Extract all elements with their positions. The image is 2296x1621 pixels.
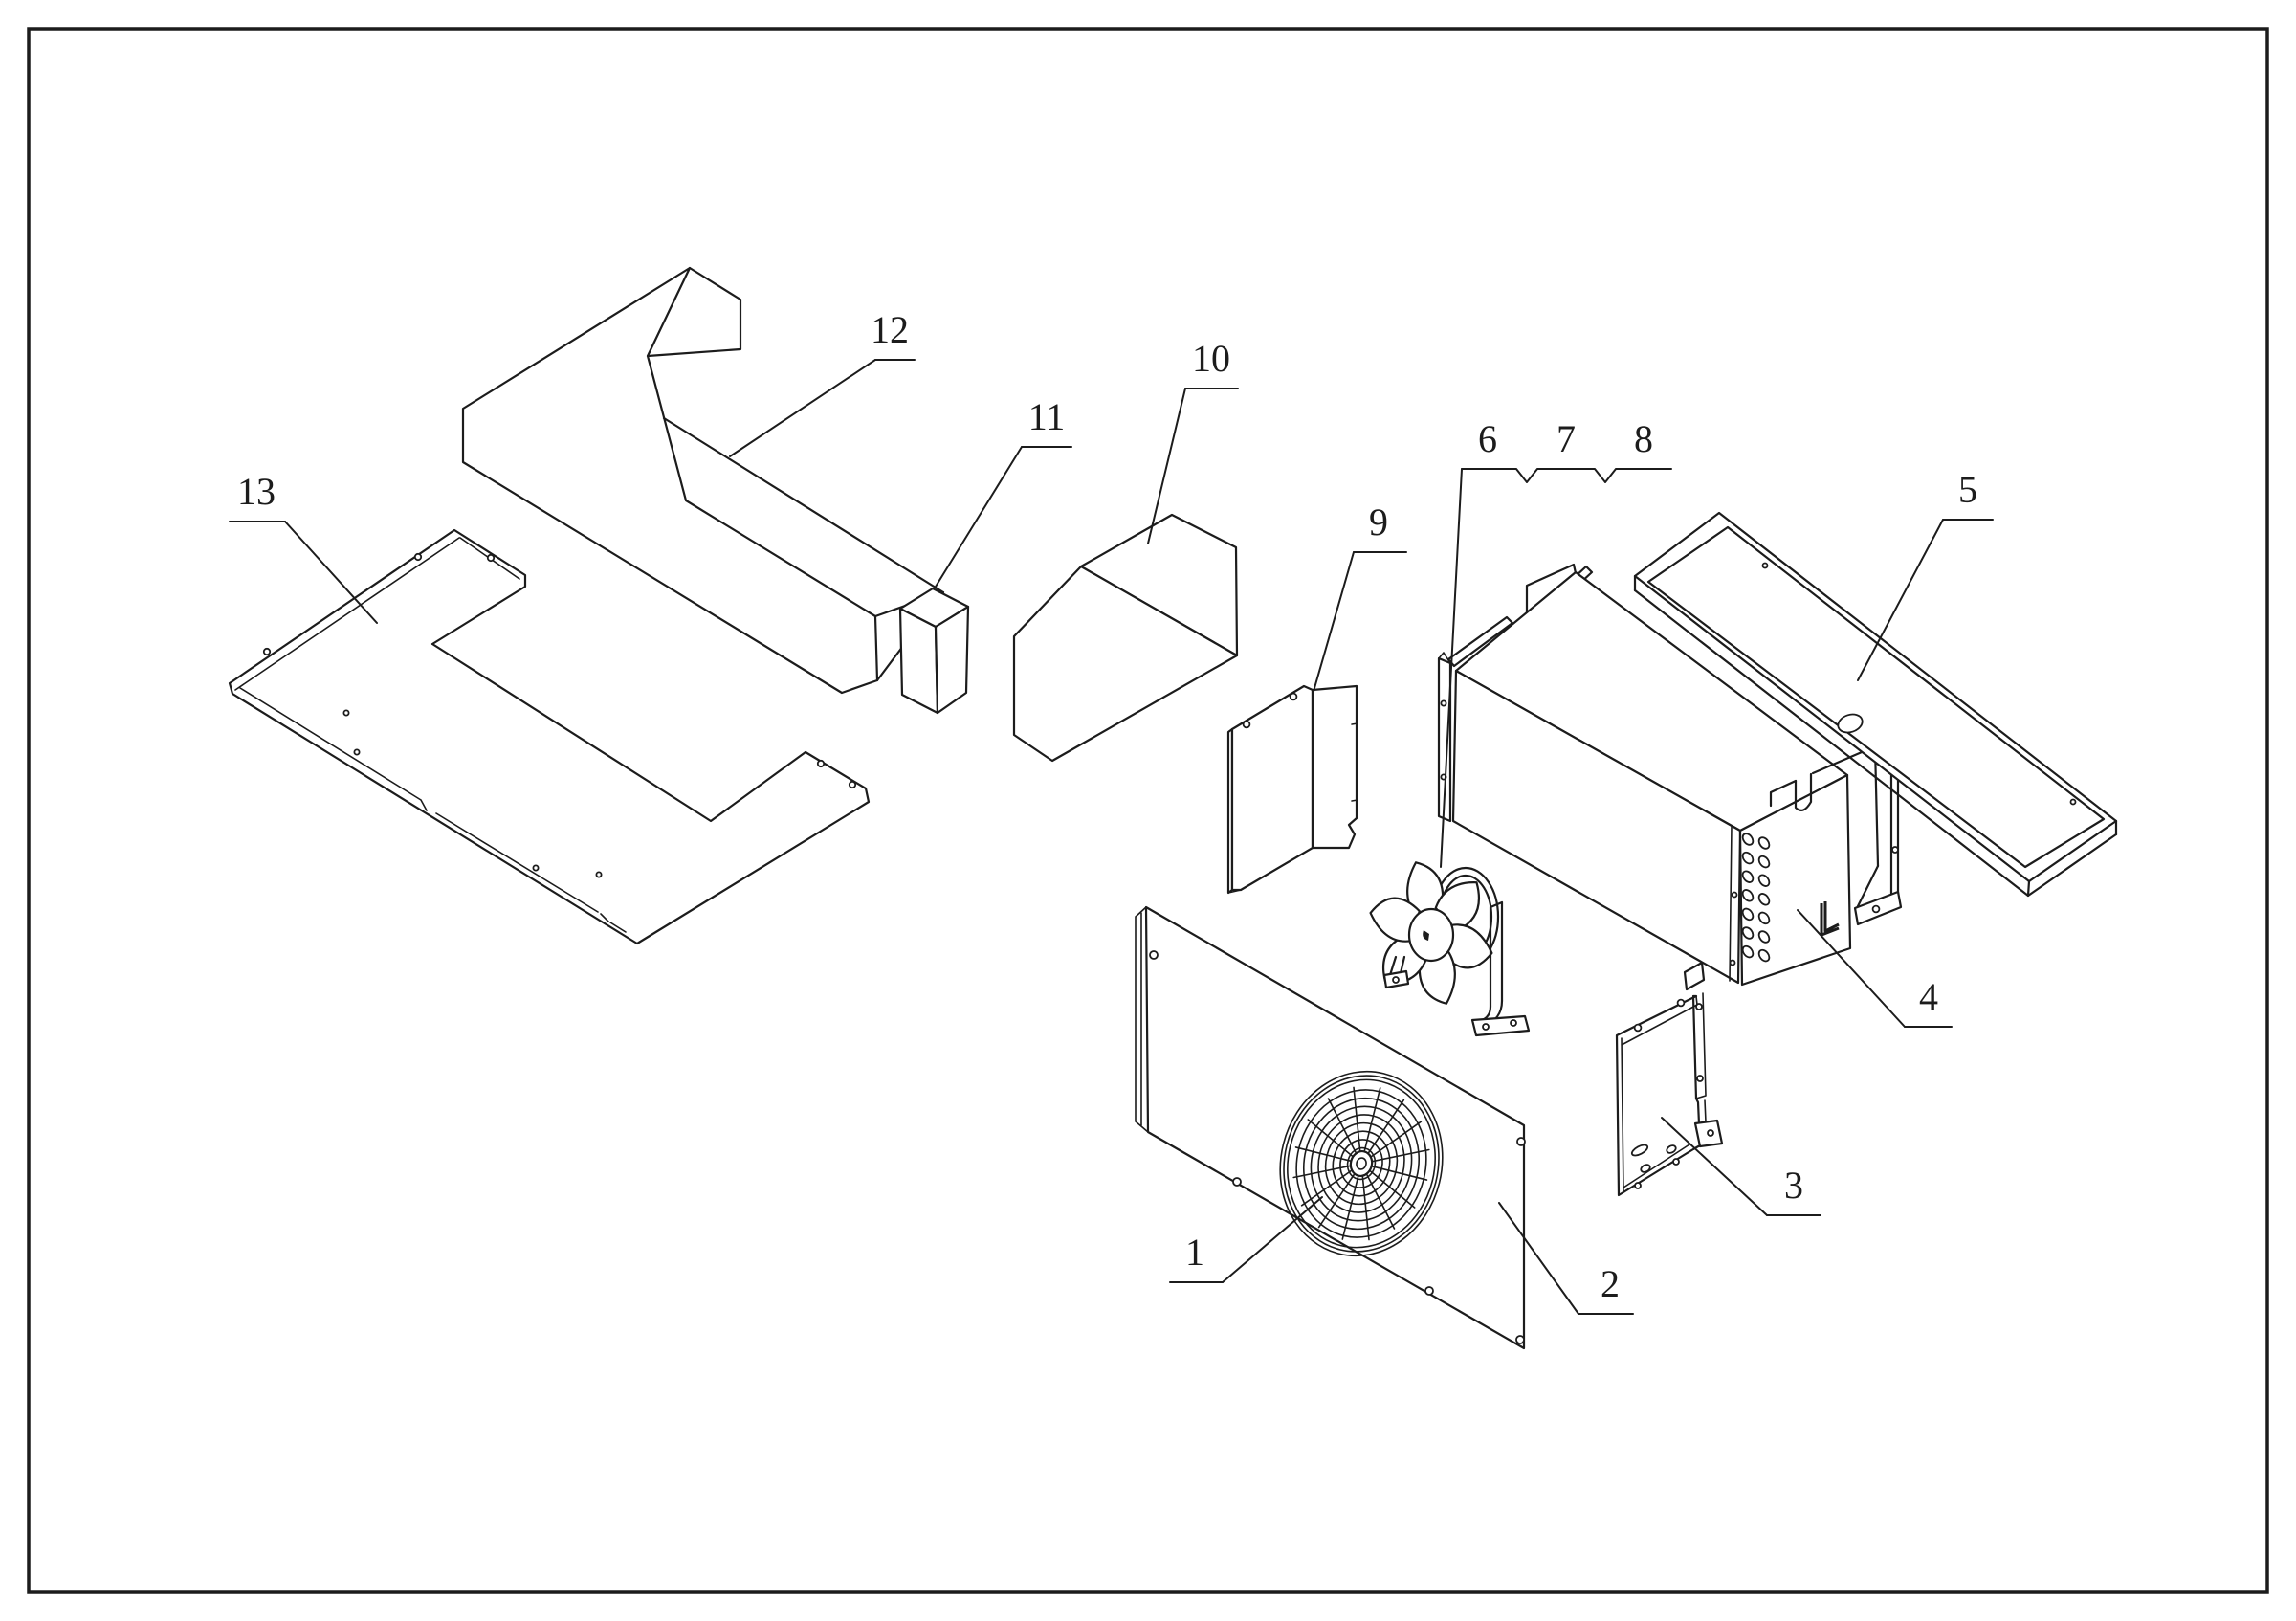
- part-label-8: 8: [1634, 417, 1653, 460]
- grille-spoke: [1370, 1148, 1430, 1163]
- oval-perforation: [1757, 893, 1771, 906]
- part-11-block: [898, 587, 970, 715]
- back-panel-edge: [1525, 563, 1578, 618]
- part-label-13: 13: [237, 470, 276, 513]
- part-label-3: 3: [1784, 1164, 1803, 1207]
- grille-spoke: [1369, 1165, 1428, 1181]
- part-2-front-panel: [1135, 905, 1526, 1350]
- part-label-10: 10: [1192, 337, 1230, 380]
- part-label-2: 2: [1601, 1262, 1620, 1305]
- grille-spoke: [1307, 1119, 1355, 1159]
- part-1-fan-grille: [1279, 1070, 1444, 1257]
- leader-line-1: [1222, 1196, 1323, 1283]
- leader-line-3: [1661, 1117, 1768, 1216]
- leader-line-2: [1498, 1202, 1579, 1315]
- grille-spoke: [1300, 1168, 1354, 1207]
- grille-spoke: [1294, 1146, 1354, 1163]
- coil-box-front-face: [1451, 669, 1742, 985]
- grille-spoke: [1327, 1098, 1358, 1156]
- part-label-7: 7: [1556, 417, 1576, 460]
- part-5-drain-tray: [1633, 511, 2118, 898]
- label-bracket-6-7-8: [1461, 468, 1672, 483]
- oval-perforation: [1757, 874, 1771, 887]
- perforation-holes: [1741, 833, 1771, 963]
- oval-perforation: [1741, 851, 1755, 865]
- grille-spoke: [1369, 1121, 1423, 1159]
- coil-end-plate-left: [1437, 652, 1452, 823]
- grille-hub-hole: [1356, 1157, 1367, 1170]
- oval-perforation: [1741, 889, 1755, 902]
- part-label-11: 11: [1028, 395, 1066, 438]
- fan-blade: [1369, 897, 1421, 943]
- grille-spoke: [1368, 1168, 1416, 1209]
- leader-line-5: [1857, 519, 1944, 681]
- leader-line-12: [729, 359, 876, 457]
- leader-line-9: [1312, 551, 1355, 696]
- grille-spoke: [1353, 1086, 1361, 1154]
- oval-perforation: [1757, 948, 1771, 963]
- part-13-base-panel: [228, 528, 871, 945]
- part-label-4: 4: [1919, 975, 1938, 1018]
- leader-line-4: [1797, 909, 1906, 1028]
- grille-rim-ring: [1283, 1075, 1440, 1253]
- hub-key-mark: [1423, 930, 1429, 941]
- part-3-bracket-panel: [1615, 961, 1724, 1197]
- oval-perforation: [1741, 833, 1755, 846]
- leader-line-6-7-8: [1440, 468, 1463, 868]
- grille-spoke: [1365, 1171, 1396, 1230]
- grille-hub: [1349, 1150, 1374, 1177]
- tray-drain-hole: [1837, 713, 1864, 734]
- grille-spoke: [1317, 1171, 1357, 1229]
- oval-perforation: [1741, 870, 1755, 883]
- assembly-6-7-8-coil-unit: [1437, 563, 1849, 985]
- leader-line-13: [284, 521, 378, 624]
- part-9-side-panel: [1226, 684, 1358, 895]
- part-label-6: 6: [1478, 417, 1497, 460]
- grille-spoke: [1363, 1087, 1381, 1154]
- oval-perforation: [1757, 836, 1771, 850]
- grille-spoke: [1292, 1165, 1353, 1179]
- grille-spoke: [1366, 1099, 1405, 1156]
- fan-impeller: [1369, 861, 1531, 1037]
- grille-rim-ring: [1287, 1078, 1436, 1249]
- part-4-perforated-end-plate: [1738, 744, 1903, 987]
- leader-line-10: [1147, 388, 1186, 544]
- sheet-border: [27, 27, 2269, 1594]
- grille-spoke: [1341, 1173, 1359, 1240]
- oval-perforation: [1741, 926, 1755, 940]
- oval-perforation: [1757, 930, 1771, 944]
- part-label-5: 5: [1958, 468, 1977, 511]
- fan-motor-bracket: [1382, 900, 1531, 1037]
- oval-perforation: [1757, 911, 1771, 925]
- part-label-12: 12: [871, 308, 909, 351]
- oval-perforation: [1741, 907, 1755, 922]
- leader-line-11: [935, 446, 1023, 588]
- part-label-9: 9: [1369, 500, 1388, 544]
- grille-rim-ring: [1279, 1070, 1444, 1257]
- oval-perforation: [1741, 944, 1755, 959]
- oval-perforation: [1757, 855, 1771, 869]
- fan-hub: [1407, 907, 1455, 963]
- part-label-1: 1: [1185, 1231, 1204, 1274]
- grille-spoke: [1361, 1173, 1370, 1241]
- part-10-cover-block: [1012, 513, 1239, 763]
